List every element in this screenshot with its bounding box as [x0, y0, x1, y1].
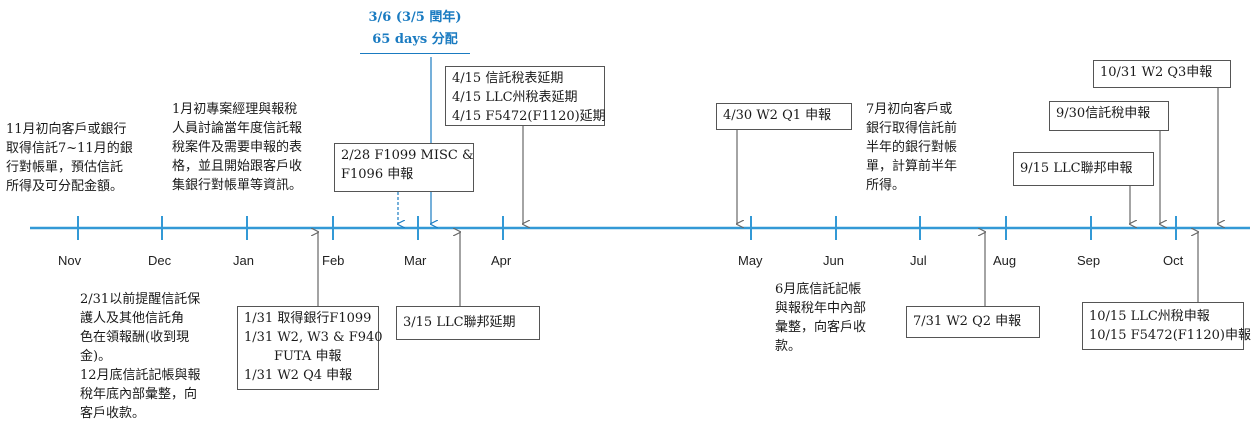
note-dec-yearend: 2/31以前提醒信託保 護人及其他信託角 色在領報酬(收到現 金)。 12月底信…	[80, 292, 201, 421]
month-label-oct: Oct	[1163, 253, 1184, 268]
month-label-nov: Nov	[58, 253, 82, 268]
note-nov-estimate: 11月初向客戶或銀行 取得信託7~11月的銀 行對帳單，預估信託 所得及可分配金…	[6, 122, 133, 194]
note-jun-midyear: 6月底信託記帳 與報稅年中內部 彙整，向客戶收 款。	[775, 282, 867, 354]
month-label-aug: Aug	[993, 253, 1017, 268]
highlight-line2: 65 days 分配	[372, 32, 458, 47]
month-label-jan: Jan	[233, 253, 254, 268]
month-label-dec: Dec	[148, 253, 172, 268]
month-label-jul: Jul	[910, 253, 927, 268]
box-sep30-trust-tax: 9/30信託稅申報	[1049, 101, 1169, 131]
month-label-mar: Mar	[404, 253, 427, 268]
box-feb28-f1099: 2/28 F1099 MISC & F1096 申報	[334, 143, 474, 192]
box-jan31-filings: 1/31 取得銀行F1099 1/31 W2, W3 & F940 FUTA 申…	[237, 306, 383, 390]
note-jan-planning: 1月初專案經理與報稅 人員討論當年度信託報 稅案件及需要申報的表 格，並且開始跟…	[172, 102, 303, 193]
box-jan31-line1: 1/31 取得銀行F1099	[244, 311, 372, 326]
note-jul-midyear: 7月初向客戶或 銀行取得信託前 半年的銀行對帳 單，計算前半年 所得。	[866, 102, 958, 193]
month-label-feb: Feb	[322, 253, 345, 268]
box-jan31-line2: 1/31 W2, W3 & F940	[244, 330, 383, 345]
box-mar15-llc-extension: 3/15 LLC聯邦延期	[396, 306, 540, 340]
box-oct15-filings: 10/15 LLC州稅申報 10/15 F5472(F1120)申報	[1082, 302, 1251, 350]
month-label-jun: Jun	[823, 253, 844, 268]
month-label-may: May	[738, 253, 763, 268]
box-jan31-line3: FUTA 申報	[274, 349, 342, 364]
highlight-line1: 3/6 (3/5 閏年)	[368, 10, 462, 25]
highlight-label: 3/6 (3/5 閏年) 65 days 分配	[360, 7, 470, 54]
month-label-apr: Apr	[491, 253, 512, 268]
box-apr15-extensions: 4/15 信託稅表延期 4/15 LLC州稅表延期 4/15 F5472(F11…	[445, 66, 606, 126]
box-jul31-w2-q2: 7/31 W2 Q2 申報	[906, 306, 1040, 338]
month-label-sep: Sep	[1077, 253, 1101, 268]
month-ticks	[77, 216, 1177, 240]
box-sep15-llc-federal: 9/15 LLC聯邦申報	[1013, 152, 1154, 186]
box-oct31-w2-q3: 10/31 W2 Q3申報	[1093, 60, 1231, 88]
box-jan31-line4: 1/31 W2 Q4 申報	[244, 368, 353, 383]
box-apr30-w2-q1: 4/30 W2 Q1 申報	[716, 103, 852, 130]
